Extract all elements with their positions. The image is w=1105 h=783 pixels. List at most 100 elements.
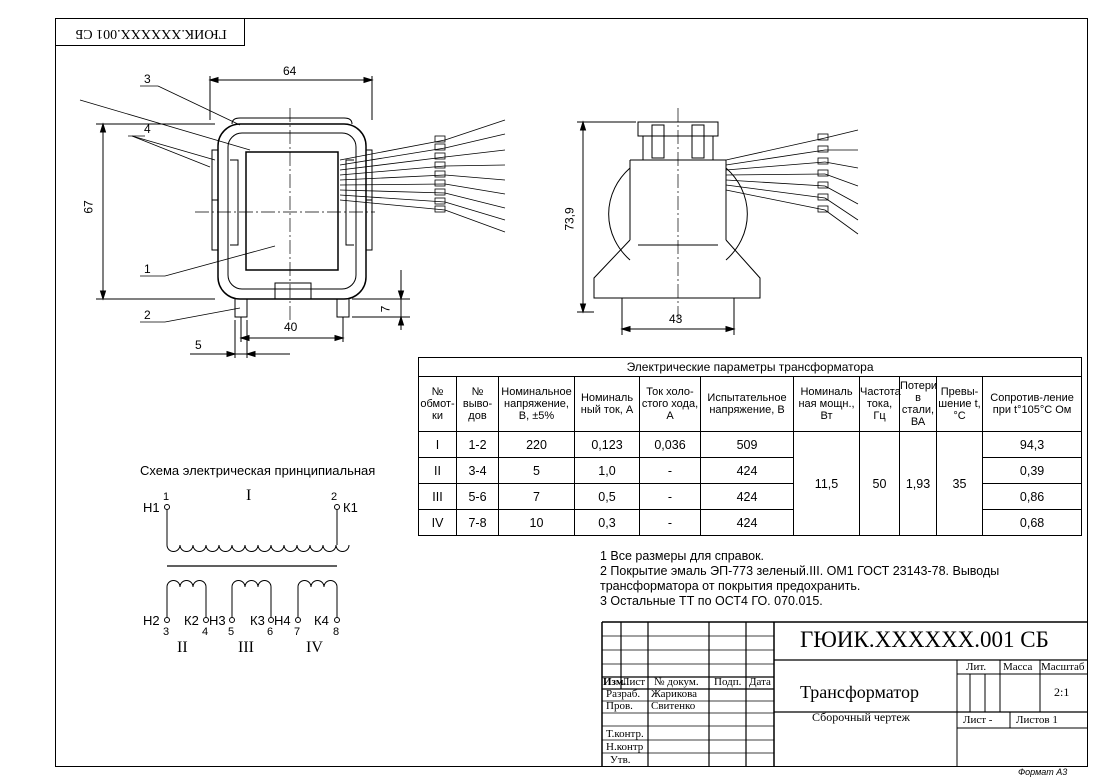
col-current: Номиналь ный ток, А [574, 376, 640, 432]
callout-1: 1 [144, 262, 151, 276]
tb-doc-type: Сборочный чертеж [812, 710, 910, 724]
cell-test: 424 [700, 509, 794, 536]
cell-losses: 1,93 [899, 431, 937, 536]
cell-resistance: 0,39 [981, 457, 1083, 484]
tb-check-name: Свитенко [651, 700, 696, 712]
col-winding: № обмот-ки [418, 376, 457, 432]
tb-role-tcontr: Т.контр. [606, 728, 644, 740]
cell-idle: - [639, 509, 701, 536]
cell-current: 0,5 [574, 483, 640, 510]
table-header-row: № обмот-ки № выво-дов Номинальное напряж… [418, 376, 1083, 432]
col-terminals: № выво-дов [456, 376, 499, 432]
winding-iii-end-label: К3 [250, 613, 265, 628]
tb-mass: Масса [1003, 661, 1033, 673]
cell-current: 0,3 [574, 509, 640, 536]
cell-current: 0,123 [574, 431, 640, 458]
callout-2: 2 [144, 308, 151, 322]
dim-side-width: 43 [669, 312, 683, 326]
cell-idle: - [639, 457, 701, 484]
cell-idle: 0,036 [639, 431, 701, 458]
winding-iii-start-label: Н3 [209, 613, 226, 628]
winding-ii-end-label: К2 [184, 613, 199, 628]
tb-role-dev: Разраб. [606, 688, 641, 700]
winding-ii-start-label: Н2 [143, 613, 160, 628]
front-view [79, 76, 506, 358]
pin-8: 8 [333, 626, 340, 638]
dim-leg-width: 5 [195, 338, 202, 352]
cell-terminals: 7-8 [456, 509, 499, 536]
tb-lit: Лит. [966, 661, 987, 673]
cell-voltage: 7 [498, 483, 575, 510]
cell-winding: III [418, 483, 457, 510]
callout-3: 3 [144, 72, 151, 86]
primary-end-label: К1 [343, 500, 358, 515]
pin-7: 7 [294, 626, 301, 638]
col-losses: Потери в стали, ВА [899, 376, 937, 432]
col-frequency: Частота тока, Гц [859, 376, 901, 432]
dim-front-width: 64 [283, 64, 297, 78]
callout-4: 4 [144, 122, 151, 136]
pin-1: 1 [163, 491, 170, 503]
note-1: 1 Все размеры для справок. [600, 549, 765, 563]
pin-3: 3 [163, 626, 170, 638]
tb-designation: ГЮИК.XXXXXX.001 СБ [800, 627, 1049, 652]
tb-col-date: Дата [749, 676, 771, 688]
col-resistance: Сопротив-ление при t°105°С Ом [981, 376, 1083, 432]
tb-sheet: Лист - [963, 714, 993, 726]
dim-front-height: 67 [81, 200, 96, 214]
pin-4: 4 [202, 626, 209, 638]
cell-test: 424 [700, 483, 794, 510]
cell-test: 509 [700, 431, 794, 458]
dim-side-height: 73,9 [562, 207, 577, 231]
title-block-grid [601, 621, 1088, 767]
pin-2: 2 [331, 491, 338, 503]
side-view [577, 108, 859, 335]
tb-col-doc: № докум. [654, 676, 699, 688]
pin-5: 5 [228, 626, 235, 638]
table-row: I 1-2 220 0,123 0,036 509 11,5 50 1,93 3… [418, 431, 1083, 536]
cell-current: 1,0 [574, 457, 640, 484]
cell-winding: IV [418, 509, 457, 536]
cell-terminals: 1-2 [456, 431, 499, 458]
electrical-parameters-table: Электрические параметры трансформатора №… [417, 357, 1083, 536]
technical-notes: 1 Все размеры для справок. 2 Покрытие эм… [600, 549, 1040, 609]
cell-resistance: 0,86 [981, 483, 1083, 510]
tb-col-sign: Подп. [714, 676, 742, 688]
primary-start-label: Н1 [143, 500, 160, 515]
cell-voltage: 5 [498, 457, 575, 484]
cell-resistance: 0,68 [981, 509, 1083, 536]
col-idle: Ток холо-стого хода, А [639, 376, 701, 432]
tb-sheets: Листов 1 [1016, 714, 1058, 726]
col-test: Испытательное напряжение, В [700, 376, 794, 432]
winding-ii-label: II [177, 639, 188, 656]
cell-voltage: 220 [498, 431, 575, 458]
dim-leg-height: 7 [378, 305, 393, 313]
col-voltage: Номинальное напряжение, В, ±5% [498, 376, 575, 432]
col-power: Номиналь ная мощн., Вт [793, 376, 860, 432]
dim-leg-spacing: 40 [284, 320, 298, 334]
cell-winding: I [418, 431, 457, 458]
table-row: IV 7-8 10 0,3 - 424 0,68 [418, 509, 1083, 536]
table-title: Электрические параметры трансформатора [417, 357, 1083, 377]
winding-iii-label: III [238, 639, 254, 656]
table-row: II 3-4 5 1,0 - 424 0,39 [418, 457, 1083, 484]
winding-iv-start-label: Н4 [274, 613, 291, 628]
format-label: Формат А3 [1018, 767, 1068, 777]
drawing-frame [55, 18, 1088, 767]
tb-product-name: Трансформатор [800, 682, 919, 702]
col-overheat: Превы-шение t, °С [936, 376, 983, 432]
tb-scale-label: Масштаб [1041, 661, 1085, 673]
cell-idle: - [639, 483, 701, 510]
tb-role-check: Пров. [606, 700, 633, 712]
tb-scale: 2:1 [1054, 685, 1070, 699]
table-row: III 5-6 7 0,5 - 424 0,86 [418, 483, 1083, 510]
note-2: 2 Покрытие эмаль ЭП-773 зеленый.III. ОМ1… [600, 564, 1000, 593]
winding-iv-end-label: К4 [314, 613, 329, 628]
winding-i-label: I [246, 487, 252, 504]
cell-voltage: 10 [498, 509, 575, 536]
pin-6: 6 [267, 626, 274, 638]
note-3: 3 Остальные ТТ по ОСТ4 ГО. 070.015. [600, 594, 823, 608]
schematic-diagram [164, 504, 350, 623]
tb-col-izm: Изм. [603, 676, 627, 688]
